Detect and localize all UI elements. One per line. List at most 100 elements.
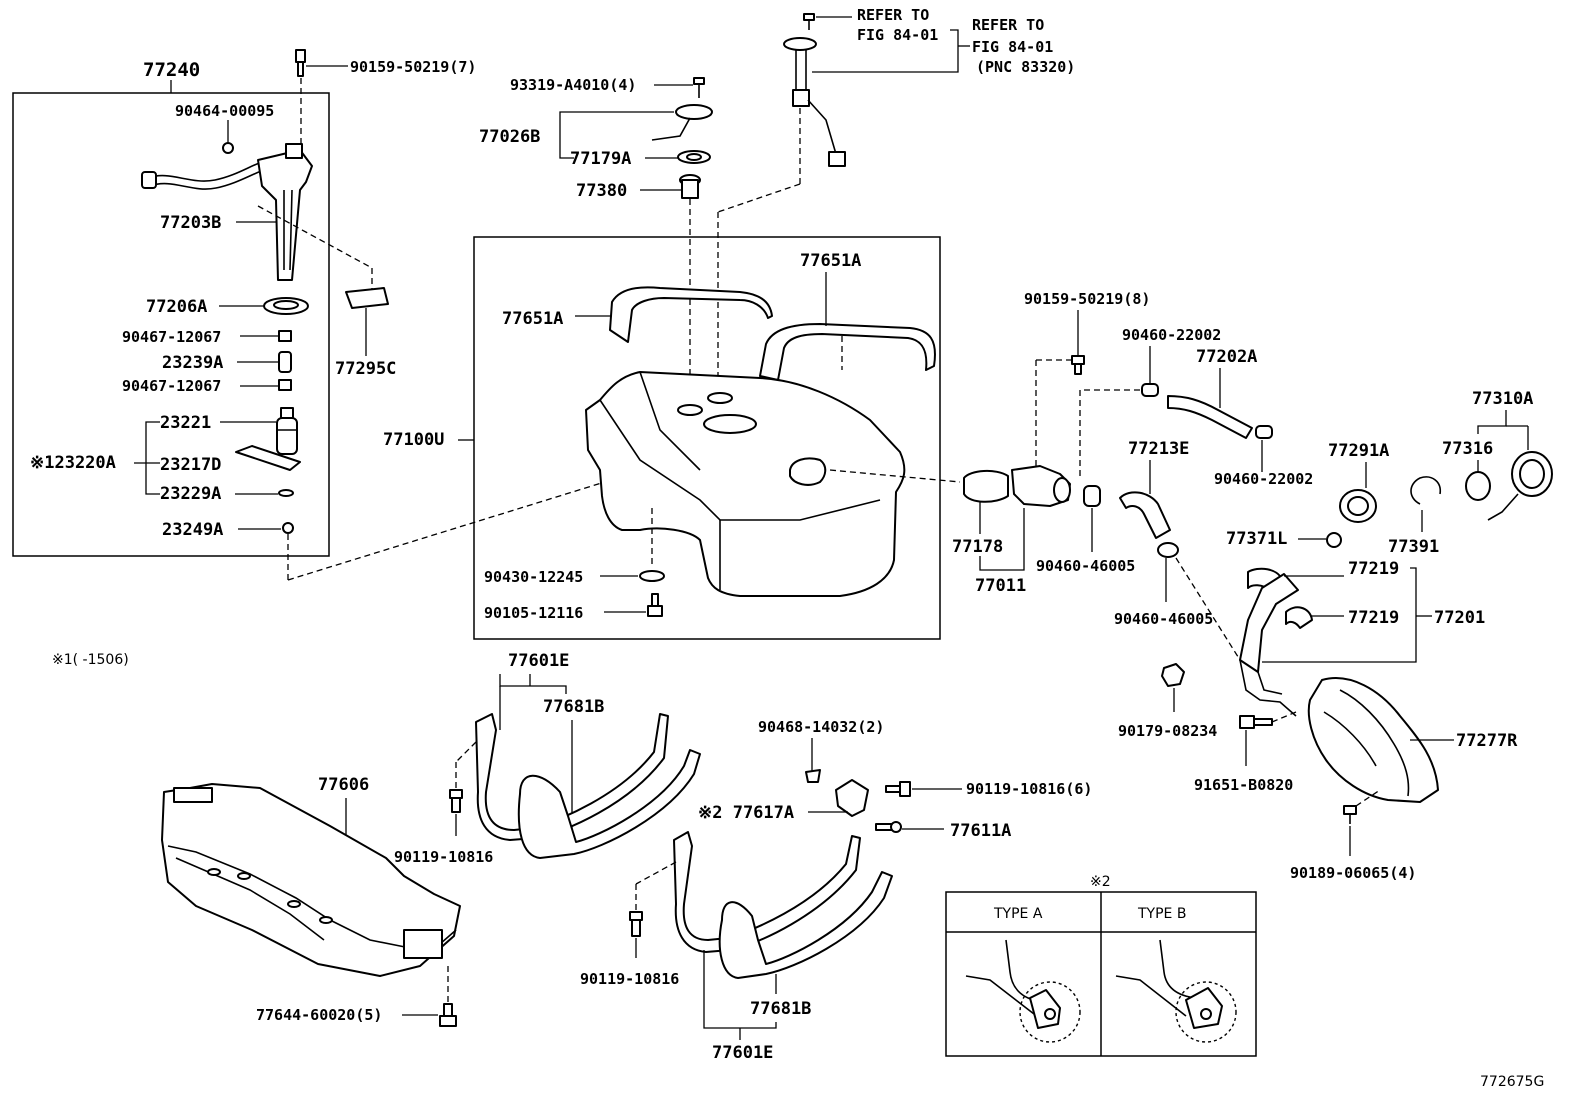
fuel-pump-bracket-77203B-icon [141, 143, 313, 281]
label-77219-a[interactable]: 77219 [1348, 559, 1399, 579]
label-77201[interactable]: 77201 [1434, 608, 1485, 628]
label-77100U[interactable]: 77100U [383, 430, 444, 450]
label-77651A-left[interactable]: 77651A [502, 309, 563, 329]
label-23249A[interactable]: 23249A [162, 520, 223, 540]
bolt-77611A-icon [875, 821, 902, 833]
label-77601E-top[interactable]: 77601E [508, 651, 569, 671]
filler-neck-77011-icon [1011, 465, 1071, 507]
fuel-tank-group: 77100U 77651A 77651A 90430-12245 [383, 236, 961, 640]
label-77651A-right[interactable]: 77651A [800, 251, 861, 271]
label-93319-A4010-4[interactable]: 93319-A4010(4) [510, 76, 636, 94]
label-77371L[interactable]: 77371L [1226, 529, 1287, 549]
label-77617A[interactable]: ※2 77617A [698, 803, 794, 823]
protector-77277R-icon [1307, 677, 1439, 803]
label-77611A[interactable]: 77611A [950, 821, 1011, 841]
bolt-90105-icon [647, 593, 663, 617]
label-23220A[interactable]: ※123220A [30, 453, 116, 473]
label-90467-12067-a[interactable]: 90467-12067 [122, 328, 221, 346]
strap-77601E-bottom-icon [673, 831, 861, 953]
label-77206A[interactable]: 77206A [146, 297, 207, 317]
label-90460-46005-b[interactable]: 90460-46005 [1114, 610, 1213, 628]
label-90179-08234[interactable]: 90179-08234 [1118, 722, 1217, 740]
label-90105-12116[interactable]: 90105-12116 [484, 604, 583, 622]
label-77026B[interactable]: 77026B [479, 127, 540, 147]
label-77681B-bottom[interactable]: 77681B [750, 999, 811, 1019]
strap-77681B-bottom-icon [718, 871, 893, 979]
nut-90179-icon [1161, 663, 1185, 687]
label-77011[interactable]: 77011 [975, 576, 1026, 596]
label-90460-22002-a[interactable]: 90460-22002 [1122, 326, 1221, 344]
hose-77213E-icon [1119, 491, 1171, 539]
label-77606[interactable]: 77606 [318, 775, 369, 795]
strap-77651A-left-icon [609, 286, 773, 343]
label-type-b: TYPE B [1137, 906, 1186, 922]
bolt-90119-a-icon [449, 789, 463, 813]
bracket-77617A-icon [835, 779, 869, 817]
refer-to-2c[interactable]: (PNC 83320) [976, 58, 1075, 76]
ring-77291A-icon [1339, 489, 1377, 523]
refer-to-2b[interactable]: FIG 84-01 [972, 38, 1053, 56]
label-90468-14032-2[interactable]: 90468-14032(2) [758, 718, 884, 736]
label-77291A[interactable]: 77291A [1328, 441, 1389, 461]
label-90460-46005-a[interactable]: 90460-46005 [1036, 557, 1135, 575]
label-77316[interactable]: 77316 [1442, 439, 1493, 459]
pump-cover-77026B-icon [651, 104, 713, 164]
refer-to-2a[interactable]: REFER TO [972, 16, 1044, 34]
note-2-title: ※2 [1090, 874, 1111, 890]
label-90467-12067-b[interactable]: 90467-12067 [122, 377, 221, 395]
bolt-77644-icon [439, 1003, 457, 1027]
bolt-90119-b-icon [629, 911, 643, 937]
label-77178[interactable]: 77178 [952, 537, 1003, 557]
bracket-77295C-icon [345, 287, 389, 309]
label-90430-12245[interactable]: 90430-12245 [484, 568, 583, 586]
group-box-77100U [473, 236, 941, 640]
label-77202A[interactable]: 77202A [1196, 347, 1257, 367]
bolt-90159-50219-icon [295, 49, 306, 77]
label-91651-B0820[interactable]: 91651-B0820 [1194, 776, 1293, 794]
clamp-90460-22002-b-icon [1255, 425, 1273, 439]
label-90119-10816-b[interactable]: 90119-10816 [580, 970, 679, 988]
label-77380[interactable]: 77380 [576, 181, 627, 201]
clip-90467-b-icon [278, 379, 292, 391]
label-77213E[interactable]: 77213E [1128, 439, 1189, 459]
type-detail-box: ※2 TYPE A TYPE B [945, 874, 1257, 1057]
screw-90189-icon [1343, 805, 1357, 824]
label-23217D[interactable]: 23217D [160, 455, 221, 475]
label-77219-b[interactable]: 77219 [1348, 608, 1399, 628]
label-90464-00095[interactable]: 90464-00095 [175, 102, 274, 120]
tube-23239A-icon [278, 351, 292, 373]
refer-to-1b[interactable]: FIG 84-01 [857, 26, 938, 44]
label-90460-22002-b[interactable]: 90460-22002 [1214, 470, 1313, 488]
hose-77202A-icon [1167, 395, 1253, 439]
label-77681B-top[interactable]: 77681B [543, 697, 604, 717]
fuel-sender-group: REFER TO FIG 84-01 REFER TO FIG 84-01 (P… [479, 6, 1075, 400]
label-23221[interactable]: 23221 [160, 413, 211, 433]
note-1: ※1( -1506) [52, 652, 129, 668]
clip-23229A-icon [278, 489, 294, 497]
label-77203B[interactable]: 77203B [160, 213, 221, 233]
label-90119-10816-6[interactable]: 90119-10816(6) [966, 780, 1092, 798]
label-77240[interactable]: 77240 [143, 59, 200, 81]
strap-77681B-top-icon [517, 749, 701, 859]
refer-to-1a[interactable]: REFER TO [857, 6, 929, 24]
label-77179A[interactable]: 77179A [570, 149, 631, 169]
clamp-90460-46005-b-icon [1157, 542, 1179, 558]
label-23239A[interactable]: 23239A [162, 353, 223, 373]
label-90119-10816-a[interactable]: 90119-10816 [394, 848, 493, 866]
gasket-77178-icon [963, 470, 1009, 503]
label-23229A[interactable]: 23229A [160, 484, 221, 504]
label-77601E-bottom[interactable]: 77601E [712, 1043, 773, 1063]
label-77391[interactable]: 77391 [1388, 537, 1439, 557]
label-77644-60020-5[interactable]: 77644-60020(5) [256, 1006, 382, 1024]
label-77310A[interactable]: 77310A [1472, 389, 1533, 409]
label-90159-50219-7[interactable]: 90159-50219(7) [350, 58, 476, 76]
filler-pipe-77201-icon [1239, 567, 1313, 717]
clip-77371L-icon [1326, 532, 1342, 548]
clamp-90464-icon [222, 142, 234, 154]
figure-id: 772675G [1480, 1074, 1544, 1090]
label-90159-50219-8[interactable]: 90159-50219(8) [1024, 290, 1150, 308]
label-77295C[interactable]: 77295C [335, 359, 396, 379]
label-77277R[interactable]: 77277R [1456, 731, 1518, 751]
label-90189-06065-4[interactable]: 90189-06065(4) [1290, 864, 1416, 882]
